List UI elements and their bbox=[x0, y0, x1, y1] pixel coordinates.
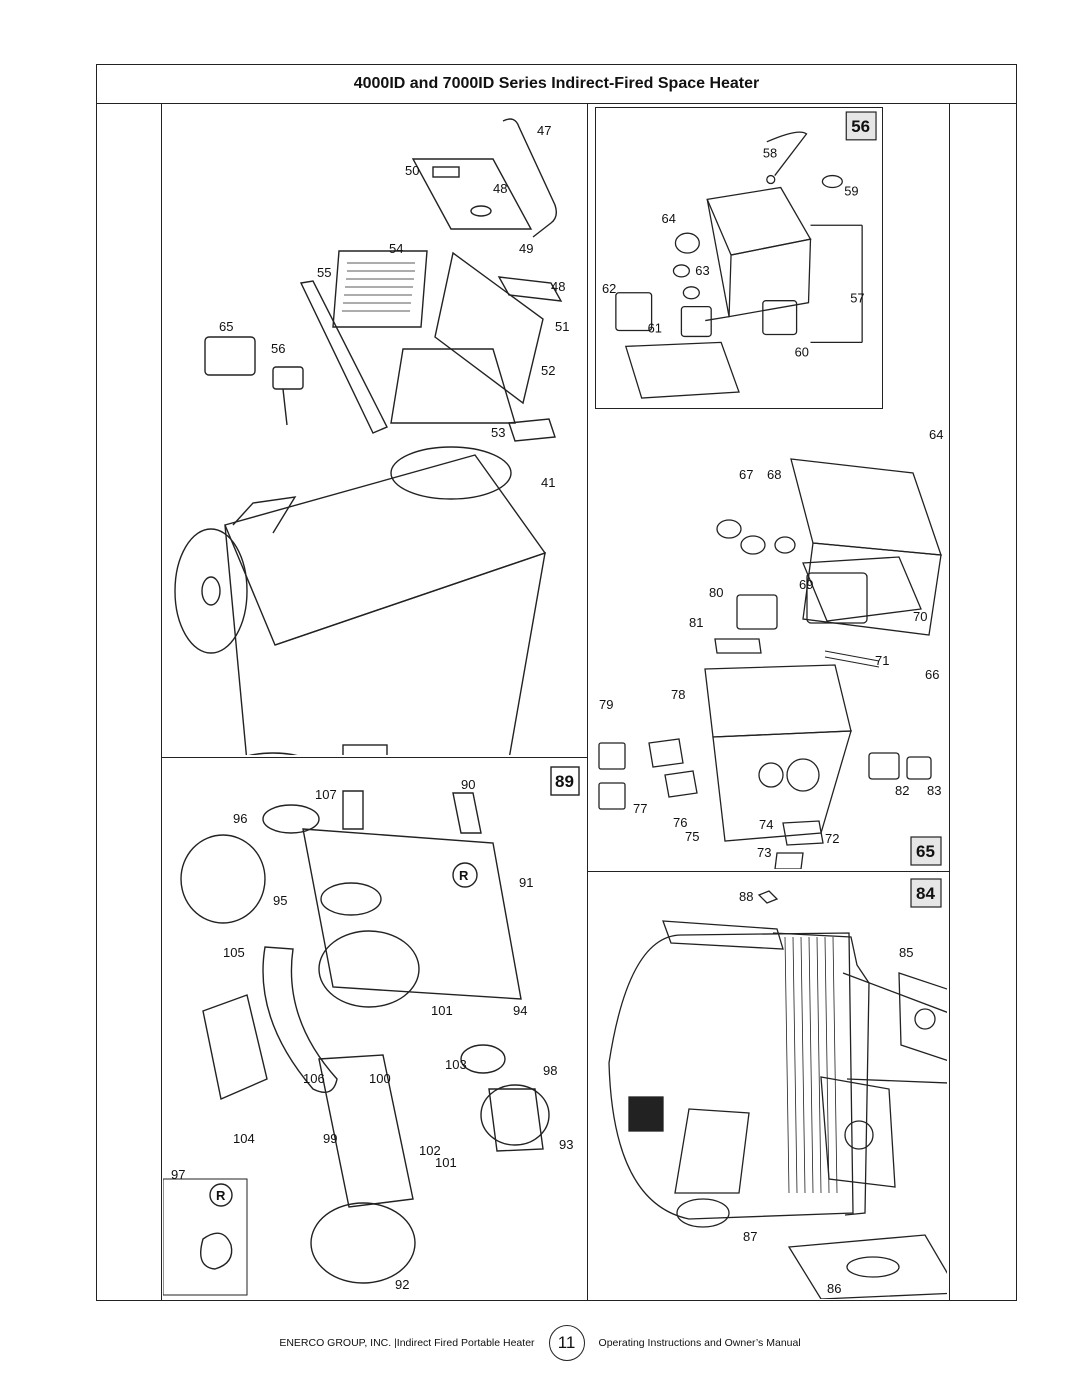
page-badge-89-label: 89 bbox=[555, 772, 574, 791]
callout-64b: 64 bbox=[929, 427, 943, 442]
callout-60: 60 bbox=[795, 344, 809, 359]
callout-48b: 48 bbox=[551, 279, 565, 294]
callout-86: 86 bbox=[827, 1281, 841, 1296]
column-divider-left bbox=[161, 103, 162, 1300]
callout-56: 56 bbox=[271, 341, 285, 356]
callout-75: 75 bbox=[685, 829, 699, 844]
callout-58: 58 bbox=[763, 146, 777, 161]
callout-80: 80 bbox=[709, 585, 723, 600]
callout-64: 64 bbox=[662, 211, 676, 226]
callout-102: 102 bbox=[419, 1143, 441, 1158]
row-divider-right bbox=[587, 871, 949, 872]
callout-54: 54 bbox=[389, 241, 403, 256]
callout-61: 61 bbox=[648, 320, 662, 335]
callout-100: 100 bbox=[369, 1071, 391, 1086]
callout-48a: 48 bbox=[493, 181, 507, 196]
callout-82: 82 bbox=[895, 783, 909, 798]
callout-99: 99 bbox=[323, 1131, 337, 1146]
footer-manual-title: Operating Instructions and Owner’s Manua… bbox=[598, 1337, 801, 1349]
callout-105: 105 bbox=[223, 945, 245, 960]
callout-83: 83 bbox=[927, 783, 941, 798]
callout-76: 76 bbox=[673, 815, 687, 830]
column-divider-right bbox=[949, 103, 950, 1300]
callout-96: 96 bbox=[233, 811, 247, 826]
callout-87: 87 bbox=[743, 1229, 757, 1244]
row-divider-left bbox=[161, 757, 587, 758]
callout-85: 85 bbox=[899, 945, 913, 960]
callout-72: 72 bbox=[825, 831, 839, 846]
callout-104: 104 bbox=[233, 1131, 255, 1146]
callout-49: 49 bbox=[519, 241, 533, 256]
callout-52: 52 bbox=[541, 363, 555, 378]
diagram-frame: 4000ID and 7000ID Series Indirect-Fired … bbox=[96, 64, 1017, 1301]
page-title: 4000ID and 7000ID Series Indirect-Fired … bbox=[97, 65, 1016, 104]
callout-74: 74 bbox=[759, 817, 773, 832]
heater-body-diagram: 47 48 49 48 50 51 52 53 54 55 56 65 41 bbox=[163, 105, 585, 755]
control-box-diagram: 56 58 59 64 bbox=[595, 107, 883, 409]
callout-94: 94 bbox=[513, 1003, 527, 1018]
callout-66: 66 bbox=[925, 667, 939, 682]
callout-103: 103 bbox=[445, 1057, 467, 1072]
callout-107: 107 bbox=[315, 787, 337, 802]
callout-57: 57 bbox=[850, 291, 864, 306]
callout-50: 50 bbox=[405, 163, 419, 178]
callout-55: 55 bbox=[317, 265, 331, 280]
callout-92: 92 bbox=[395, 1277, 409, 1292]
page-badge-84 bbox=[910, 878, 942, 908]
page-badge-84-label: 84 bbox=[916, 884, 935, 903]
replacement-badge-r1: R bbox=[459, 868, 469, 883]
callout-97: 97 bbox=[171, 1167, 185, 1182]
page-badge-65-label: 65 bbox=[916, 842, 935, 861]
callout-53: 53 bbox=[491, 425, 505, 440]
blower-assembly-diagram: 89 R R bbox=[163, 759, 585, 1299]
callout-98: 98 bbox=[543, 1063, 557, 1078]
callout-106: 106 bbox=[303, 1071, 325, 1086]
callout-101a: 101 bbox=[431, 1003, 453, 1018]
page-footer: ENERCO GROUP, INC. |Indirect Fired Porta… bbox=[0, 1323, 1080, 1363]
callout-68: 68 bbox=[767, 467, 781, 482]
page-badge-56 bbox=[845, 111, 877, 141]
callout-62: 62 bbox=[602, 281, 616, 296]
electrical-box-diagram: 65 bbox=[589, 413, 947, 869]
callout-93: 93 bbox=[559, 1137, 573, 1152]
callout-101b: 101 bbox=[435, 1155, 457, 1170]
callout-71: 71 bbox=[875, 653, 889, 668]
replacement-badge-r2: R bbox=[216, 1188, 226, 1203]
callout-91: 91 bbox=[519, 875, 533, 890]
page-badge-65 bbox=[910, 836, 942, 866]
page-badge-89 bbox=[550, 766, 580, 796]
callout-95: 95 bbox=[273, 893, 287, 908]
callout-69: 69 bbox=[799, 577, 813, 592]
footer-company: ENERCO GROUP, INC. |Indirect Fired Porta… bbox=[279, 1337, 535, 1349]
page-badge-56-label: 56 bbox=[851, 117, 870, 136]
callout-90: 90 bbox=[461, 777, 475, 792]
callout-73: 73 bbox=[757, 845, 771, 860]
callout-88: 88 bbox=[739, 889, 753, 904]
callout-51: 51 bbox=[555, 319, 569, 334]
page-number: 11 bbox=[548, 1325, 585, 1361]
callout-47: 47 bbox=[537, 123, 551, 138]
column-divider-center bbox=[587, 103, 588, 1300]
callout-77: 77 bbox=[633, 801, 647, 816]
callout-70: 70 bbox=[913, 609, 927, 624]
callout-81: 81 bbox=[689, 615, 703, 630]
callout-41: 41 bbox=[541, 475, 555, 490]
callout-59: 59 bbox=[844, 183, 858, 198]
callout-79: 79 bbox=[599, 697, 613, 712]
callout-63: 63 bbox=[695, 263, 709, 278]
callout-67: 67 bbox=[739, 467, 753, 482]
callout-65: 65 bbox=[219, 319, 233, 334]
combustion-chamber-diagram: 84 bbox=[589, 873, 947, 1299]
callout-78: 78 bbox=[671, 687, 685, 702]
